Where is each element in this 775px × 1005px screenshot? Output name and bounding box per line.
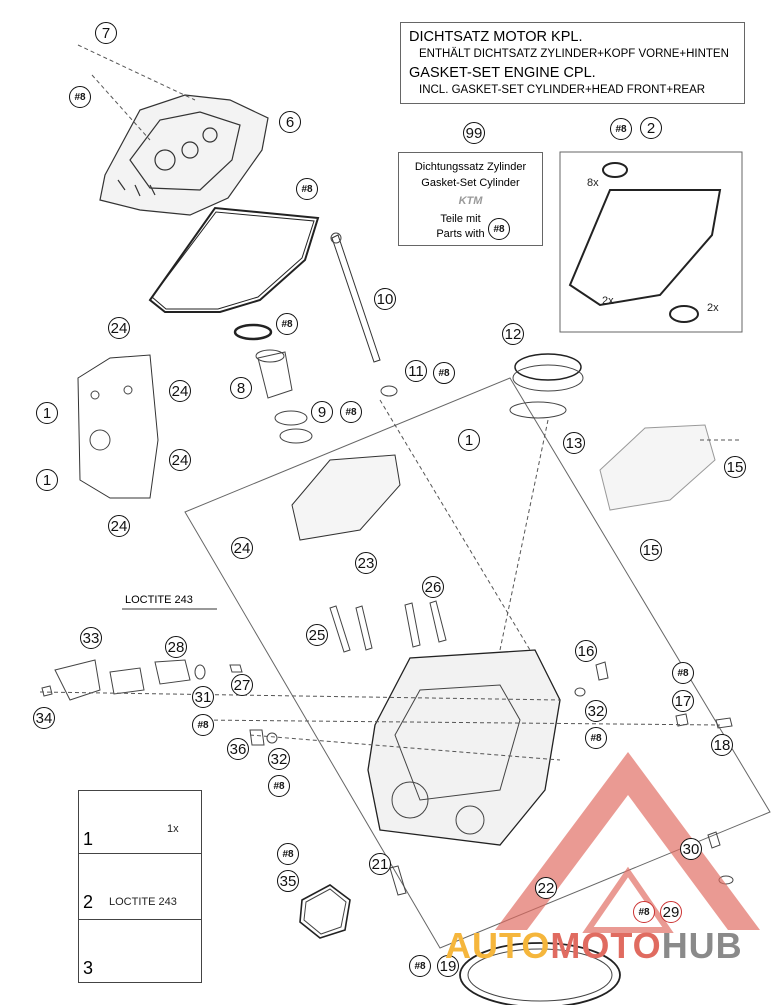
ref-8-h: #8 (192, 714, 214, 736)
title-line-3: GASKET-SET ENGINE CPL. (409, 65, 596, 81)
callout-24-b: 24 (169, 380, 191, 402)
callout-1-c: 1 (458, 429, 480, 451)
callout-30: 30 (680, 838, 702, 860)
callout-35: 35 (277, 870, 299, 892)
qty-2x-b: 2x (707, 302, 719, 314)
loctite-underline (122, 608, 217, 610)
callout-11: 11 (405, 360, 427, 382)
callout-26: 26 (422, 576, 444, 598)
cylinder-gasket (568, 189, 722, 307)
callout-25: 25 (306, 624, 328, 646)
callout-33: 33 (80, 627, 102, 649)
callout-32-a: 32 (585, 700, 607, 722)
head-gasket-19 (459, 942, 621, 1005)
watermark-text: AUTOMOTOHUB (445, 925, 743, 967)
ref-8-b: #8 (296, 178, 318, 200)
ref-8-i: #8 (585, 727, 607, 749)
callout-29: 29 (660, 901, 682, 923)
callout-32-b: 32 (268, 748, 290, 770)
callout-27: 27 (231, 674, 253, 696)
callout-31: 31 (192, 686, 214, 708)
ref-8-e: #8 (340, 401, 362, 423)
callout-24-d: 24 (108, 515, 130, 537)
callout-16: 16 (575, 640, 597, 662)
callout-99: 99 (463, 122, 485, 144)
callout-8: 8 (230, 377, 252, 399)
step-number-3: 3 (83, 958, 94, 978)
callout-15-a: 15 (724, 456, 746, 478)
callout-15-b: 15 (640, 539, 662, 561)
cylinder-gasket-frame (559, 151, 743, 333)
callout-34: 34 (33, 707, 55, 729)
callout-2: 2 (640, 117, 662, 139)
callout-17: 17 (672, 690, 694, 712)
qty-8x: 8x (587, 177, 599, 189)
callout-23: 23 (355, 552, 377, 574)
callout-18: 18 (711, 734, 733, 756)
cylinder-head-body (367, 649, 561, 846)
callout-21: 21 (369, 853, 391, 875)
callout-10: 10 (374, 288, 396, 310)
set-box-line-2: Gasket-Set Cylinder (421, 177, 520, 189)
step-number-2: 2 (83, 892, 94, 912)
callout-36: 36 (227, 738, 249, 760)
callout-1-a: 1 (36, 402, 58, 424)
ref-8-set-box: #8 (488, 218, 510, 240)
ref-8-l: #8 (633, 901, 655, 923)
flange-33 (54, 659, 101, 701)
ref-8-f: #8 (433, 362, 455, 384)
valve-cover-gasket (148, 206, 320, 313)
ref-8-j: #8 (268, 775, 290, 797)
head-group-frame (184, 377, 771, 949)
step-once-label: 1x (167, 823, 179, 835)
step-number-1: 1 (83, 829, 94, 849)
callout-28: 28 (165, 636, 187, 658)
qty-2x-a: 2x (602, 295, 614, 307)
set-box-line-4: Parts with (436, 228, 485, 240)
gasket-set-cylinder-box: Dichtungssatz Zylinder Gasket-Set Cylind… (398, 152, 543, 246)
step-box-2: 2 LOCTITE 243 (78, 853, 202, 920)
callout-19: 19 (437, 955, 459, 977)
ref-8-c: #8 (610, 118, 632, 140)
callout-24-c: 24 (169, 449, 191, 471)
cam-carrier-left (291, 454, 401, 541)
set-box-line-1: Dichtungssatz Zylinder (414, 161, 527, 173)
callout-24-e: 24 (231, 537, 253, 559)
exhaust-gasket (299, 884, 351, 939)
title-line-1: DICHTSATZ MOTOR KPL. (409, 29, 583, 45)
callout-9: 9 (311, 401, 333, 423)
callout-1-b: 1 (36, 469, 58, 491)
plug-tube (257, 351, 293, 399)
ref-8-g: #8 (672, 662, 694, 684)
ref-8-d: #8 (276, 313, 298, 335)
title-line-4: INCL. GASKET-SET CYLINDER+HEAD FRONT+REA… (419, 84, 706, 96)
gasket-set-title-box: DICHTSATZ MOTOR KPL. ENTHÄLT DICHTSATZ Z… (400, 22, 745, 104)
step-loctite-label: LOCTITE 243 (109, 896, 177, 908)
step-box-1: 1 1x (78, 790, 202, 854)
valve-cover-drawing (99, 94, 269, 216)
callout-12: 12 (502, 323, 524, 345)
head-gasket-plate (77, 354, 159, 499)
ktm-logo: KTM (458, 195, 483, 207)
callout-13: 13 (563, 432, 585, 454)
step-box-3: 3 (78, 919, 202, 983)
callout-24-a: 24 (108, 317, 130, 339)
ref-8-m: #8 (409, 955, 431, 977)
watermark-hub: HUB (661, 925, 743, 966)
ref-8-k: #8 (277, 843, 299, 865)
ref-8-a: #8 (69, 86, 91, 108)
bolt-10 (331, 234, 381, 363)
callout-7: 7 (95, 22, 117, 44)
set-box-line-3: Teile mit (440, 213, 481, 225)
title-line-2: ENTHÄLT DICHTSATZ ZYLINDER+KOPF VORNE+HI… (419, 48, 729, 60)
callout-6: 6 (279, 111, 301, 133)
watermark-moto: MOTO (550, 925, 662, 966)
loctite-label-top: LOCTITE 243 (125, 594, 193, 606)
watermark-auto: AUTO (445, 925, 551, 966)
cam-carrier-right (599, 424, 716, 511)
callout-22: 22 (535, 877, 557, 899)
